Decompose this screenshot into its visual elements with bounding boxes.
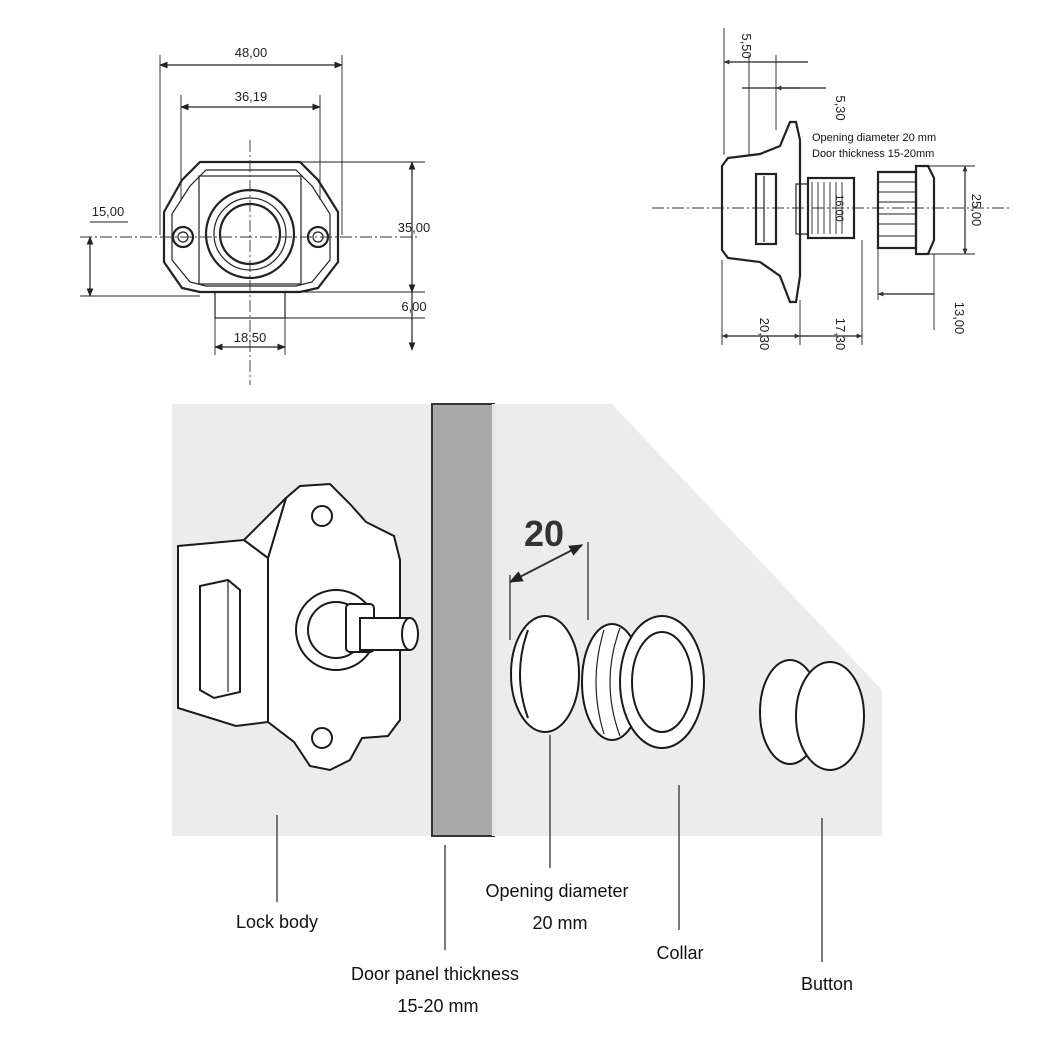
dim-inner-diameter: 16,00: [833, 194, 845, 222]
label-collar: Collar: [656, 943, 703, 963]
door-panel: [431, 403, 495, 837]
opening-hole-part: [510, 615, 580, 733]
dim-body-depth: 20,30: [757, 318, 772, 351]
label-lock-body: Lock body: [236, 912, 318, 932]
front-view-drawing: [80, 55, 425, 385]
dim-top-a: 5,50: [739, 33, 754, 58]
lock-body-part: [177, 482, 419, 772]
dim-collar: 13,00: [952, 302, 967, 335]
label-door-panel-line1: Door panel thickness: [351, 964, 519, 984]
note-opening-diameter: Opening diameter 20 mm: [812, 132, 936, 144]
label-opening-line2: 20 mm: [532, 913, 587, 933]
hole-dimension-label: 20: [524, 513, 564, 554]
label-button: Button: [801, 974, 853, 994]
dim-top-b: 5,30: [833, 95, 848, 120]
dim-width-inner: 36,19: [235, 89, 268, 104]
button-part: [759, 659, 865, 771]
dim-button-depth: 17,30: [833, 318, 848, 351]
collar-part: [581, 615, 705, 749]
dim-base-width: 18,50: [234, 330, 267, 345]
dim-height: 35,00: [398, 220, 431, 235]
dim-width-overall: 48,00: [235, 45, 268, 60]
exploded-illustration: [172, 403, 882, 962]
dim-left-offset: 15,00: [92, 204, 125, 219]
label-door-panel-line2: 15-20 mm: [397, 996, 478, 1016]
dim-diameter: 25,00: [969, 194, 984, 227]
side-view-drawing: [652, 28, 1010, 345]
label-opening-line1: Opening diameter: [485, 881, 628, 901]
dim-bottom-offset: 6,00: [401, 299, 426, 314]
note-door-thickness: Door thickness 15-20mm: [812, 148, 934, 160]
